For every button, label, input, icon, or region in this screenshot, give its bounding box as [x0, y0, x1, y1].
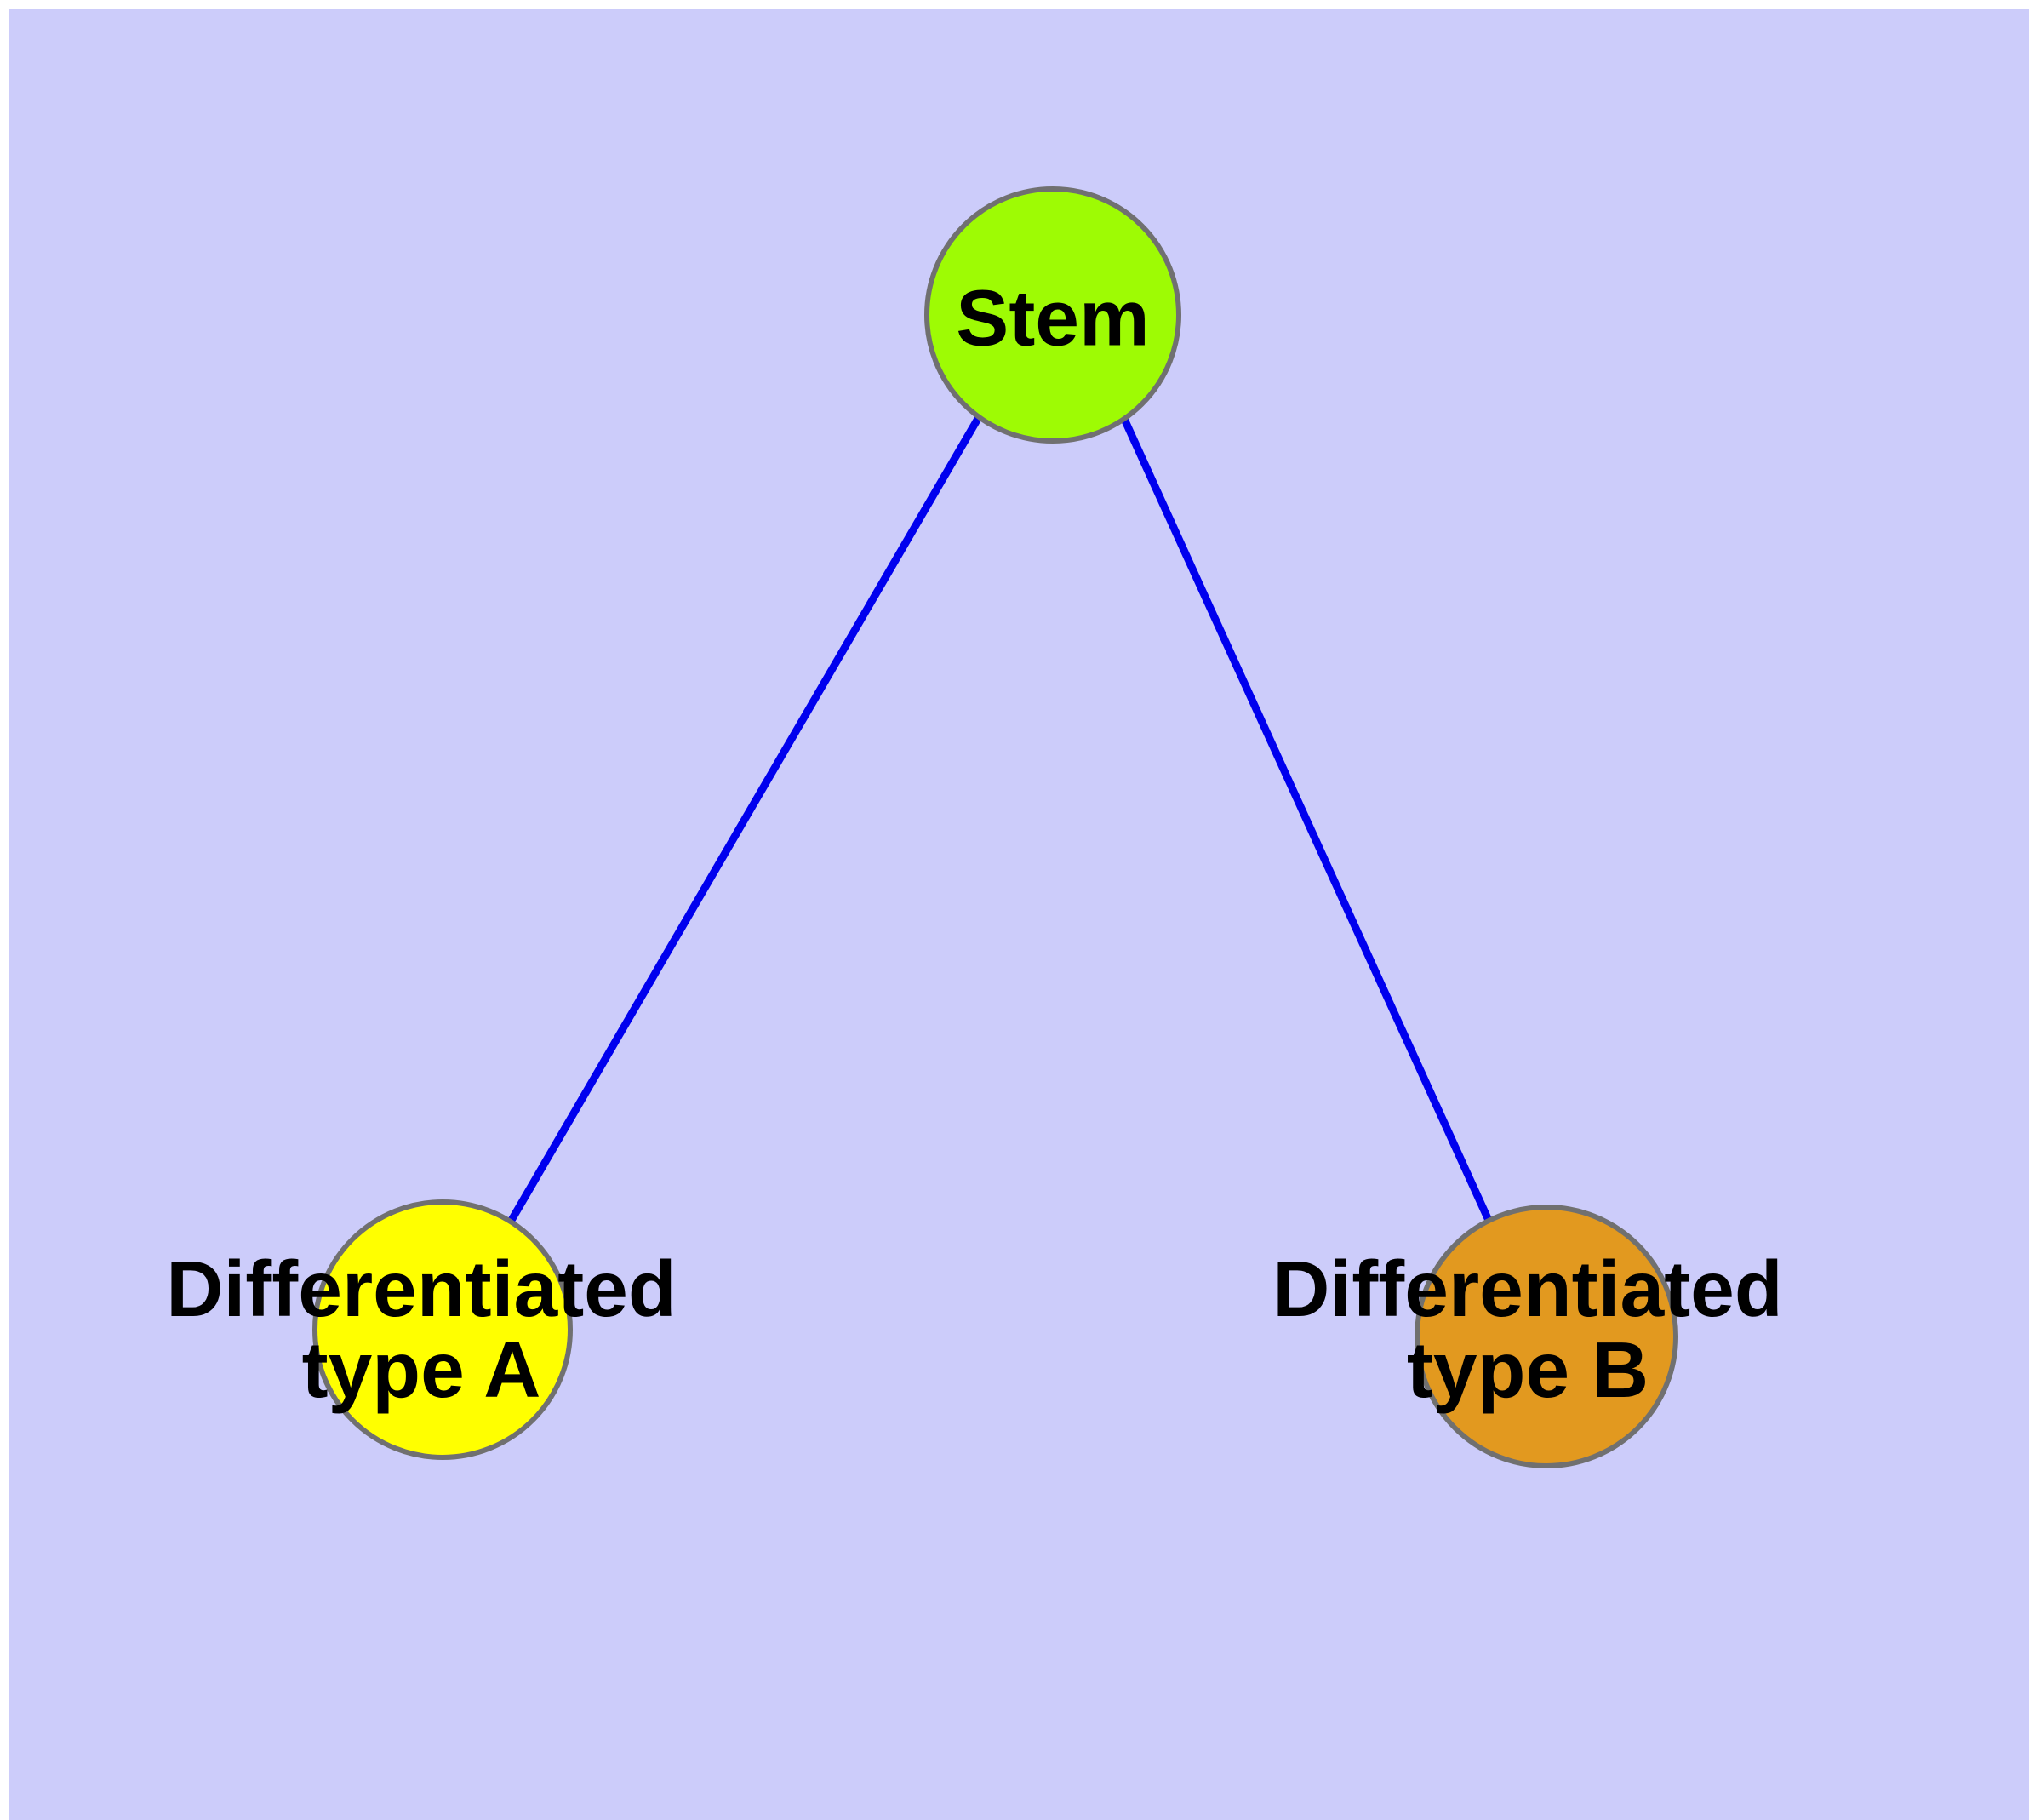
nodes-group	[312, 186, 1678, 1468]
graph-node-stem[interactable]	[924, 186, 1181, 444]
graph-edge-stem-to-diff-b[interactable]	[1119, 415, 1495, 1228]
edges-group	[507, 415, 1495, 1228]
graph-edge-stem-to-diff-a[interactable]	[507, 415, 982, 1224]
graph-node-diff_b[interactable]	[1415, 1205, 1678, 1468]
graph-node-diff_a[interactable]	[312, 1199, 573, 1460]
